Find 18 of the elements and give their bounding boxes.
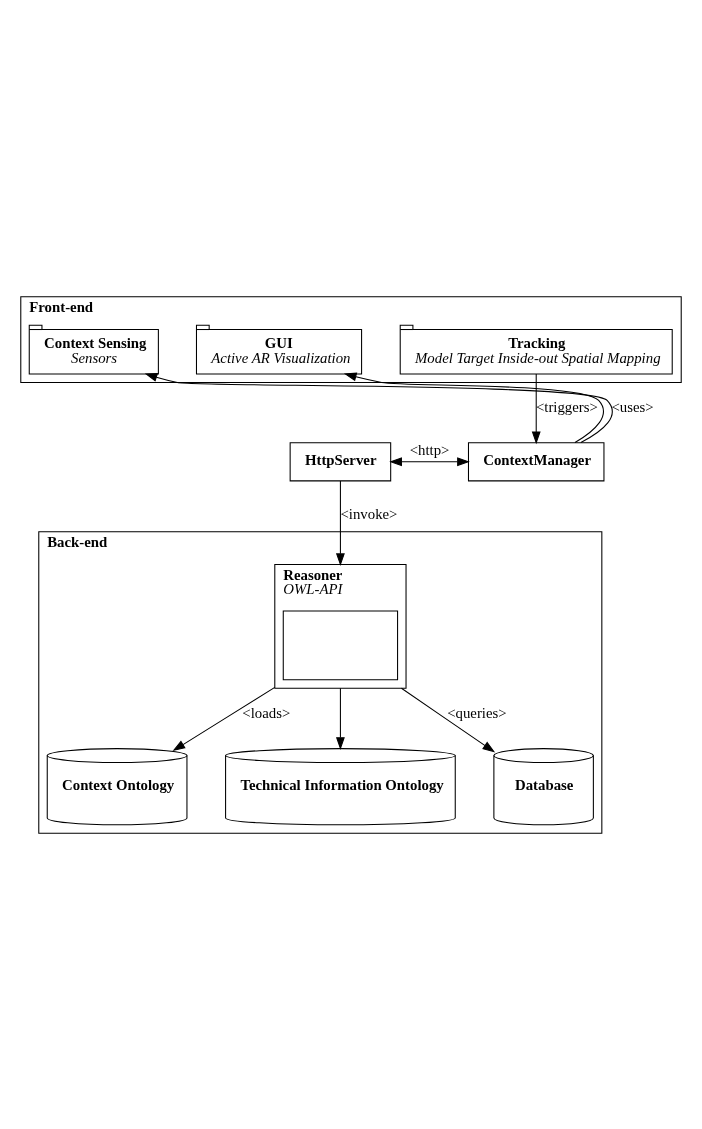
edge-label: <queries>: [447, 704, 507, 721]
node-box: [282, 610, 399, 680]
edge-label: <uses>: [611, 398, 654, 415]
edge-label: <http>: [409, 441, 450, 458]
node-box: HttpServer: [289, 441, 392, 481]
arrow: [144, 372, 613, 443]
arrow: [172, 686, 276, 751]
edge-label: <loads>: [242, 704, 291, 721]
arrow: [335, 479, 345, 566]
edge-label: <invoke>: [340, 505, 398, 522]
node-box: ContextManager: [467, 441, 605, 481]
arrow: [531, 373, 541, 444]
arrow: [389, 456, 470, 466]
cluster: Reasoner OWL-API: [274, 563, 407, 689]
edge-label: <triggers>: [535, 398, 598, 415]
arrow: [400, 687, 496, 752]
arrow: [335, 687, 345, 750]
arrow: [343, 372, 604, 443]
